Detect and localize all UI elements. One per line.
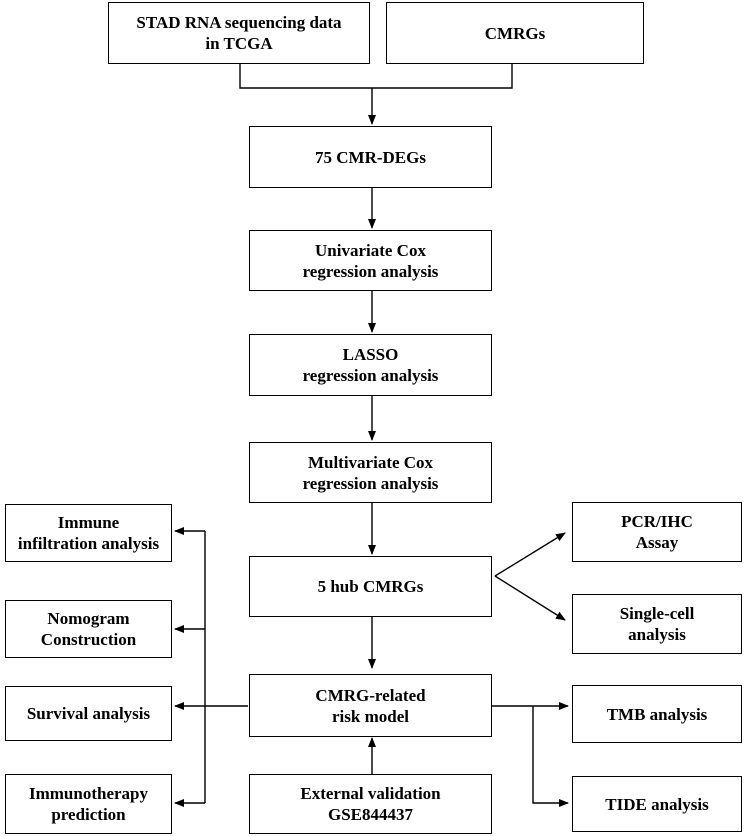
node-immune: Immune infiltration analysis [5, 504, 172, 562]
node-survival: Survival analysis [5, 686, 172, 741]
node-tide: TIDE analysis [572, 776, 742, 832]
node-unicox: Univariate Cox regression analysis [249, 230, 492, 291]
node-multicox: Multivariate Cox regression analysis [249, 442, 492, 503]
node-risk: CMRG-related risk model [249, 674, 492, 737]
node-single: Single-cell analysis [572, 594, 742, 654]
node-stad: STAD RNA sequencing data in TCGA [108, 2, 370, 64]
node-pcr: PCR/IHC Assay [572, 502, 742, 562]
node-cmrgs: CMRGs [386, 2, 644, 64]
node-immuno: Immunotherapy prediction [5, 774, 172, 834]
merge-connector [239, 64, 513, 89]
arrow-to-single [494, 575, 566, 621]
arrow-to-tide [532, 706, 569, 807]
arrow-to-pcr [494, 532, 566, 577]
node-deg: 75 CMR-DEGs [249, 126, 492, 188]
node-hub: 5 hub CMRGs [249, 556, 492, 617]
node-nomogram: Nomogram Construction [5, 600, 172, 658]
node-tmb: TMB analysis [572, 685, 742, 743]
node-lasso: LASSO regression analysis [249, 334, 492, 396]
node-ext: External validation GSE844437 [249, 774, 492, 834]
